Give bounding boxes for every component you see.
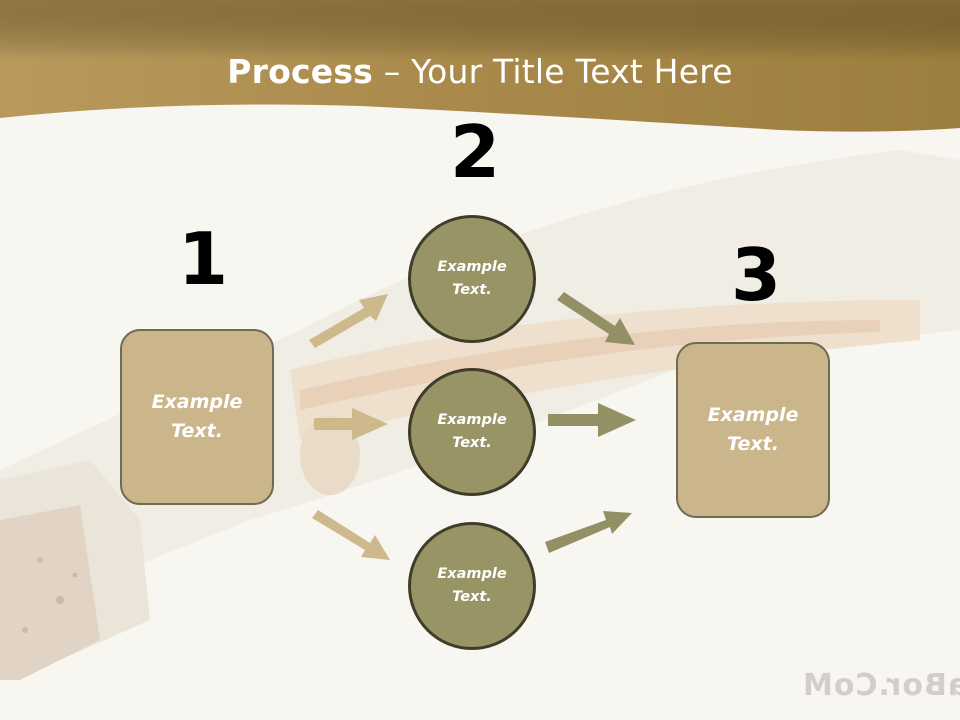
arrow-to-circle-1 xyxy=(309,294,388,348)
left-arrows xyxy=(309,294,390,560)
circle-1-line2: Text. xyxy=(452,282,492,298)
arrow-from-circle-1 xyxy=(557,292,635,345)
right-arrows xyxy=(545,292,636,553)
watermark: aBor.CoM xyxy=(801,668,960,703)
slide-title: Process – Your Title Text Here xyxy=(0,52,960,91)
circle-2-line1: Example xyxy=(437,412,507,428)
circle-2-line2: Text. xyxy=(452,435,492,451)
arrow-from-circle-2 xyxy=(548,403,636,437)
step-number-3: 3 xyxy=(731,233,782,317)
step-number-1: 1 xyxy=(178,217,229,301)
title-rest: – Your Title Text Here xyxy=(373,52,733,91)
arrow-from-circle-3 xyxy=(545,511,632,553)
step-number-2: 2 xyxy=(450,110,501,194)
arrow-to-circle-3 xyxy=(312,510,390,560)
end-box-line2: Text. xyxy=(727,433,779,455)
title-bold: Process xyxy=(227,52,374,91)
circle-3-line2: Text. xyxy=(452,589,492,605)
circle-3-line1: Example xyxy=(437,566,507,582)
start-box-line2: Text. xyxy=(171,420,223,442)
arrow-to-circle-2 xyxy=(314,408,388,440)
end-box-line1: Example xyxy=(707,404,799,426)
start-box-line1: Example xyxy=(151,391,243,413)
circle-1-line1: Example xyxy=(437,259,507,275)
